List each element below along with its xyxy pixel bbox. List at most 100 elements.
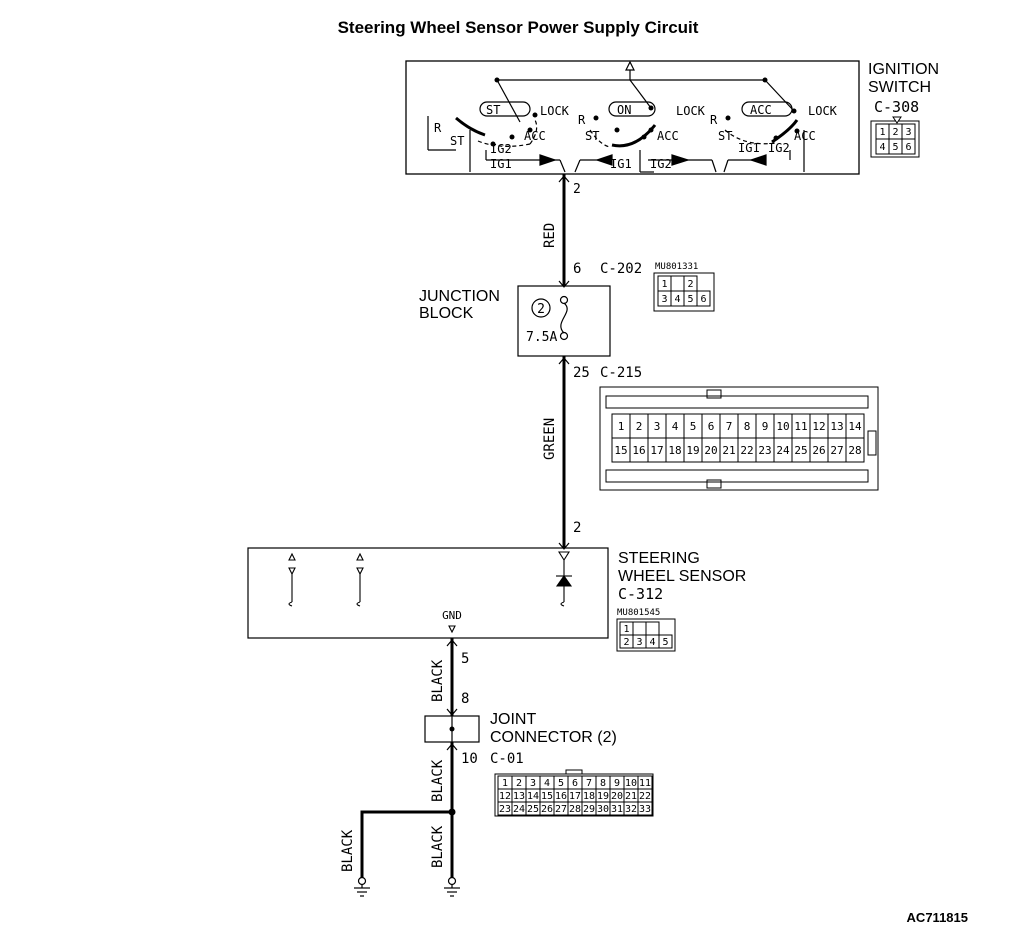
c215-pin: 13 [830, 420, 843, 433]
terminal-lock-2: LOCK [676, 104, 706, 118]
junction-block-label-1: JUNCTION [419, 288, 500, 305]
terminal-st-1: ST [450, 134, 464, 148]
c01-pin: 12 [499, 791, 511, 802]
fuse-rating: 7.5A [526, 330, 557, 345]
wire-red-label: RED [542, 223, 558, 248]
ignition-switch-dots [490, 77, 800, 147]
c308-pin: 1 [879, 127, 885, 138]
c202-cell [670, 275, 685, 292]
c01-pin: 17 [569, 791, 581, 802]
c215-pin: 10 [776, 420, 789, 433]
ignition-switch-internals [427, 60, 805, 173]
diagram-layer: Steering Wheel Sensor Power Supply Circu… [247, 18, 968, 925]
ignition-switch-box [405, 60, 860, 175]
wire-black-label-1: BLACK [430, 659, 446, 702]
c01-pin: 10 [625, 778, 637, 789]
c01-pin: 22 [639, 791, 651, 802]
c308-pin: 4 [879, 142, 885, 153]
c308-cell [901, 138, 916, 155]
c01-pin: 3 [530, 778, 536, 789]
c215-pin: 27 [830, 444, 843, 457]
terminal-lock-3: LOCK [808, 104, 838, 118]
wire-green-label: GREEN [542, 418, 558, 460]
c312-pin: 4 [649, 637, 655, 648]
c312-pin: 2 [623, 637, 629, 648]
c202-pin: 5 [687, 294, 693, 305]
c312-cell [632, 621, 647, 636]
ign-out-pin: 2 [573, 182, 581, 197]
terminal-st-2: ST [585, 129, 599, 143]
figure-id: AC711815 [907, 910, 968, 925]
terminal-ig1-3: IG1 [738, 141, 760, 155]
c202-cell [696, 290, 711, 307]
c215-pin: 26 [812, 444, 825, 457]
c01-pin: 18 [583, 791, 595, 802]
c215-pin: 15 [614, 444, 627, 457]
c215-pin: 2 [636, 420, 643, 433]
ignition-connector-id: C-308 [874, 98, 919, 116]
terminal-r-3: R [710, 113, 718, 127]
sensor-in-arrow [558, 542, 570, 550]
c215-pin: 7 [726, 420, 733, 433]
c01-pin: 31 [611, 804, 623, 815]
terminal-ig2-2: IG2 [650, 157, 672, 171]
c312-pin: 3 [636, 637, 642, 648]
c215-pin: 20 [704, 444, 717, 457]
c01-pin: 23 [499, 804, 511, 815]
joint-label-1: JOINT [490, 711, 536, 728]
terminal-r-2: R [578, 113, 586, 127]
c202-pin: 2 [687, 279, 693, 290]
c215-pin: 5 [690, 420, 697, 433]
c215-pin: 24 [776, 444, 790, 457]
terminal-ig1-2: IG1 [610, 157, 632, 171]
c01-pin: 4 [544, 778, 550, 789]
c01-pin: 29 [583, 804, 595, 815]
c202-pin: 3 [661, 294, 667, 305]
wire-black-3 [360, 810, 452, 878]
c01-cell [637, 801, 653, 816]
c01-pin: 27 [555, 804, 567, 815]
c215-pin: 6 [708, 420, 715, 433]
c215-pin: 28 [848, 444, 861, 457]
ground-symbol-1 [354, 876, 370, 897]
junction-block-label-2: BLOCK [419, 305, 474, 322]
c308-pin: 3 [905, 127, 911, 138]
gnd-arrow [446, 639, 458, 647]
c01-pin: 6 [572, 778, 578, 789]
c215-pin: 17 [650, 444, 663, 457]
c01-pin: 9 [614, 778, 620, 789]
ign-out-arrow [558, 175, 570, 183]
joint-out-pin: 10 [461, 751, 478, 767]
c01-pin: 33 [639, 804, 651, 815]
wire-black-label-4: BLACK [340, 829, 356, 872]
c308-pin: 6 [905, 142, 911, 153]
terminal-acc-3: ACC [794, 129, 816, 143]
c215-arrow [558, 357, 570, 365]
c202-part-number: MU801331 [655, 262, 698, 272]
c01-pin: 30 [597, 804, 609, 815]
c01-pin: 5 [558, 778, 564, 789]
position-on: ON [617, 103, 631, 117]
c01-pin: 2 [516, 778, 522, 789]
c215-pin: 25 [573, 365, 590, 381]
gnd-label: GND [442, 609, 462, 622]
c215-pin: 1 [618, 420, 625, 433]
steering-wheel-sensor-box [247, 547, 609, 639]
sensor-in-pin: 2 [573, 520, 581, 536]
c215-pin: 18 [668, 444, 681, 457]
c215-pin: 19 [686, 444, 699, 457]
c01-pin: 21 [625, 791, 637, 802]
c308-pin: 2 [892, 127, 898, 138]
c01-pin: 26 [541, 804, 553, 815]
c215-pin: 3 [654, 420, 661, 433]
c215-pin: 16 [632, 444, 645, 457]
terminal-r-1: R [434, 121, 442, 135]
sensor-label-1: STEERING [618, 550, 700, 567]
fuse-symbol [531, 295, 569, 341]
sensor-internals [288, 551, 573, 634]
